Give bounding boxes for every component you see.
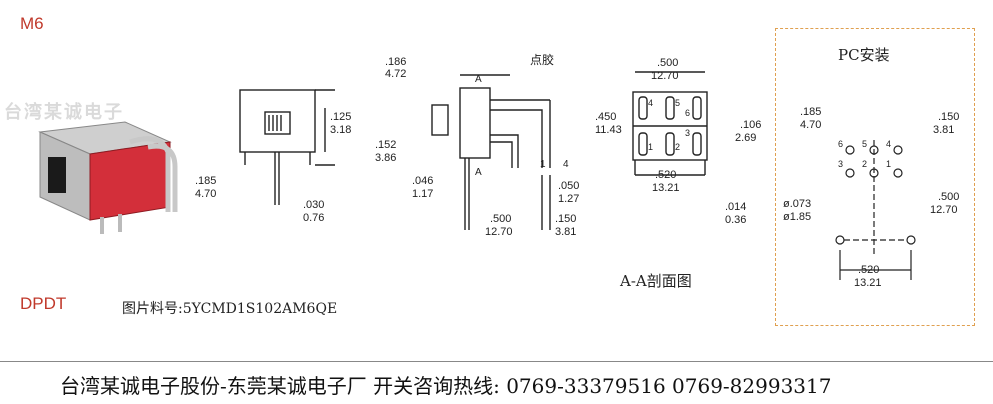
pc-pin-1: 1 xyxy=(886,159,891,169)
pc-dim-5-in: .520 xyxy=(858,264,879,276)
section-dim-4-in: .520 xyxy=(655,169,676,181)
pin-6-label: 6 xyxy=(685,108,690,118)
pin-3-label: 3 xyxy=(685,128,690,138)
pole-type-label: DPDT xyxy=(20,294,67,313)
side-dim-2-mm: 3.86 xyxy=(375,152,396,164)
pc-dim-2-in: .150 xyxy=(938,111,959,123)
front-dim-3-in: .030 xyxy=(303,199,324,211)
side-dim-1-in: .186 xyxy=(385,56,406,68)
side-view-drawing: .186 4.72 A 点胶 .152 3.86 A 1 4 .046 1.17… xyxy=(375,52,579,238)
side-dim-3-mm: 1.17 xyxy=(412,188,433,200)
pc-pin-5: 5 xyxy=(862,139,867,149)
pc-dim-4-mm: ø1.85 xyxy=(783,211,811,223)
front-view-drawing: .125 3.18 .185 4.70 .030 0.76 xyxy=(195,89,351,224)
side-pin-1-label: 1 xyxy=(540,159,546,170)
section-view-title: A-A剖面图 xyxy=(620,272,692,290)
glue-label: 点胶 xyxy=(530,52,554,67)
pin-4-label: 4 xyxy=(648,98,653,108)
section-dim-3-in: .106 xyxy=(740,119,761,131)
pin-2-label: 2 xyxy=(675,142,680,152)
side-dim-2-in: .152 xyxy=(375,139,396,151)
pc-pin-3: 3 xyxy=(838,159,843,169)
pc-pin-2: 2 xyxy=(862,159,867,169)
pc-dim-3-mm: 12.70 xyxy=(930,204,958,216)
section-mark-bottom: A xyxy=(475,167,482,178)
side-dim-3-in: .046 xyxy=(412,175,433,187)
pc-dim-3-in: .500 xyxy=(938,191,959,203)
model-label: M6 xyxy=(20,14,44,33)
switch-photo xyxy=(38,121,178,234)
front-dim-2-in: .185 xyxy=(195,175,216,187)
section-dim-2-in: .450 xyxy=(595,111,616,123)
pc-layout-drawing: .185 4.70 .150 3.81 6 5 4 3 2 1 .500 12.… xyxy=(783,106,959,289)
pc-dim-2-mm: 3.81 xyxy=(933,124,954,136)
watermark-text: 台湾某诚电子 xyxy=(4,102,124,123)
front-dim-1-mm: 3.18 xyxy=(330,124,351,136)
side-dim-4-mm: 12.70 xyxy=(485,226,513,238)
section-dim-1-mm: 12.70 xyxy=(651,70,679,82)
front-dim-2-mm: 4.70 xyxy=(195,188,216,200)
section-view-drawing: .500 12.70 .450 11.43 4 5 6 1 2 3 .106 2… xyxy=(595,57,761,226)
part-number: 图片料号:5YCMD1S102AM6QE xyxy=(122,301,338,317)
section-dim-5-mm: 0.36 xyxy=(725,214,746,226)
pc-dim-4-in: ø.073 xyxy=(783,198,811,210)
side-dim-5-mm: 1.27 xyxy=(558,193,579,205)
section-dim-3-mm: 2.69 xyxy=(735,132,756,144)
side-dim-6-in: .150 xyxy=(555,213,576,225)
pc-pin-6: 6 xyxy=(838,139,843,149)
footer-divider xyxy=(0,361,993,362)
pc-pin-4: 4 xyxy=(886,139,891,149)
side-dim-6-mm: 3.81 xyxy=(555,226,576,238)
section-dim-1-in: .500 xyxy=(657,57,678,69)
section-dim-2-mm: 11.43 xyxy=(595,124,622,136)
section-mark-top: A xyxy=(475,74,482,85)
pc-dim-5-mm: 13.21 xyxy=(854,277,882,289)
pin-5-label: 5 xyxy=(675,98,680,108)
pc-mount-title: PC安装 xyxy=(838,46,890,64)
pc-mount-frame xyxy=(775,28,975,326)
pc-dim-1-in: .185 xyxy=(800,106,821,118)
pin-1-label: 1 xyxy=(648,142,653,152)
side-dim-4-in: .500 xyxy=(490,213,511,225)
section-dim-5-in: .014 xyxy=(725,201,746,213)
front-dim-1-in: .125 xyxy=(330,111,351,123)
front-dim-3-mm: 0.76 xyxy=(303,212,324,224)
section-dim-4-mm: 13.21 xyxy=(652,182,680,194)
pc-dim-1-mm: 4.70 xyxy=(800,119,821,131)
side-dim-1-mm: 4.72 xyxy=(385,68,406,80)
hotline-text: 台湾某诚电子股份-东莞某诚电子厂 开关咨询热线: 0769-33379516 0… xyxy=(60,374,832,398)
side-pin-4-label: 4 xyxy=(563,159,569,170)
side-dim-5-in: .050 xyxy=(558,180,579,192)
